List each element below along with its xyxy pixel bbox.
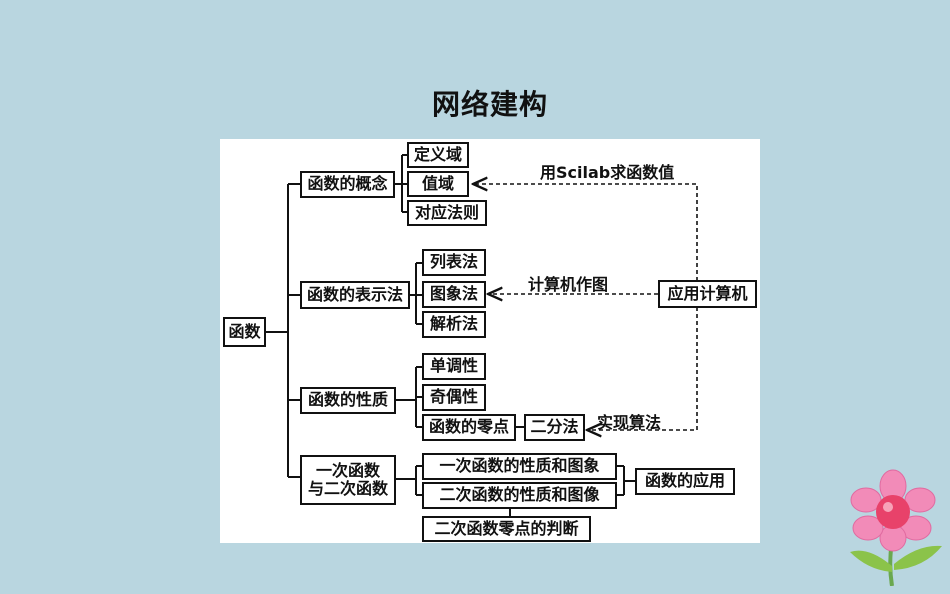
connector-lines [265, 154, 698, 516]
parity-node: 奇偶性 [422, 384, 486, 411]
analytic-method-node: 解析法 [422, 311, 486, 338]
flower-decoration [850, 469, 942, 586]
concept-map: 函数 函数的概念 定义域 值域 对应法则 函数的表示法 列表法 图象法 解析法 … [220, 139, 760, 543]
concept-node: 函数的概念 [300, 171, 395, 198]
quadratic-node-line2: 与二次函数 [307, 479, 388, 498]
domain-node: 定义域 [407, 142, 469, 168]
representation-node: 函数的表示法 [300, 281, 410, 309]
bisection-node: 二分法 [524, 414, 585, 441]
quadratic-graph-node: 二次函数的性质和图像 [422, 482, 617, 509]
mapping-node: 对应法则 [407, 200, 487, 226]
zero-point-node: 函数的零点 [422, 414, 516, 441]
quadratic-zero-node: 二次函数零点的判断 [422, 516, 591, 542]
quadratic-node-line1: 一次函数 [315, 460, 380, 480]
root-node: 函数 [223, 317, 266, 347]
page-title: 网络建构 [431, 88, 548, 121]
application-node: 函数的应用 [635, 468, 735, 495]
properties-node: 函数的性质 [300, 387, 396, 414]
quadratic-node: 一次函数 与二次函数 [300, 455, 396, 505]
monotonicity-node: 单调性 [422, 353, 486, 380]
linear-graph-node: 一次函数的性质和图象 [422, 453, 617, 480]
scilab-arrow-label: 用Scilab求函数值 [540, 163, 675, 182]
graph-method-node: 图象法 [422, 281, 486, 308]
table-method-node: 列表法 [422, 249, 486, 276]
bisection-arrow-label: 实现算法 [597, 413, 662, 432]
computer-node: 应用计算机 [658, 280, 757, 308]
range-node: 值域 [407, 171, 469, 197]
graph-arrow-label: 计算机作图 [528, 275, 609, 294]
